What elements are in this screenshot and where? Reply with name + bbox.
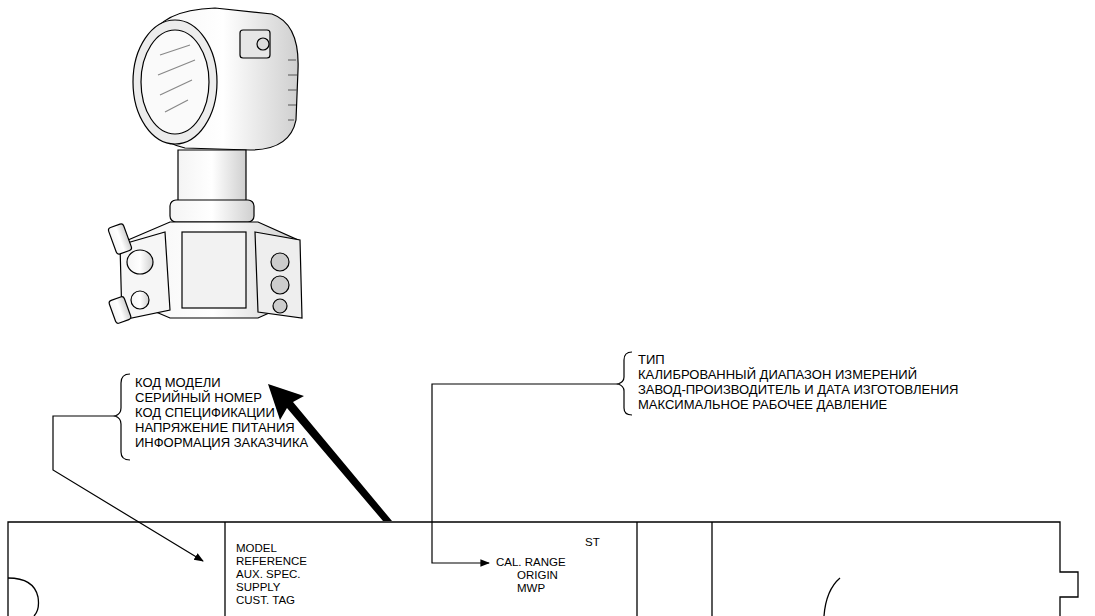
callout-text: НАПРЯЖЕНИЕ ПИТАНИЯ [135,421,295,435]
bracket [115,374,130,460]
callout-text: КОД СПЕЦИФИКАЦИИ [135,406,275,420]
nameplate-field: MODEL [236,542,277,555]
nameplate-outline [8,522,1078,616]
leader-line [432,384,618,563]
nameplate-field: MWP [517,582,545,595]
nameplate-field: AUX. SPEC. [236,568,301,581]
callout-text: КАЛИБРОВАННЫЙ ДИАПАЗОН ИЗМЕРЕНИЙ [638,368,917,382]
nameplate-field: CUST. TAG [236,594,295,607]
callout-text: МАКСИМАЛЬНОЕ РАБОЧЕЕ ДАВЛЕНИЕ [638,398,887,412]
callout-text: ЗАВОД-ПРОИЗВОДИТЕЛЬ И ДАТА ИЗГОТОВЛЕНИЯ [638,383,958,397]
nameplate-field: ORIGIN [517,569,558,582]
nameplate-field: SUPPLY [236,581,281,594]
bracket [618,352,632,415]
pointer-arrow [268,384,392,521]
callout-text: ТИП [638,353,665,367]
callout-text: КОД МОДЕЛИ [135,376,221,390]
callout-text: ИНФОРМАЦИЯ ЗАКАЗЧИКА [135,436,308,450]
nameplate-field: CAL. RANGE [496,556,566,569]
nameplate-field: ST [585,536,600,549]
callout-text: СЕРИЙНЫЙ НОМЕР [135,391,262,405]
nameplate-field: REFERENCE [236,555,307,568]
transmitter-figure [108,8,302,324]
